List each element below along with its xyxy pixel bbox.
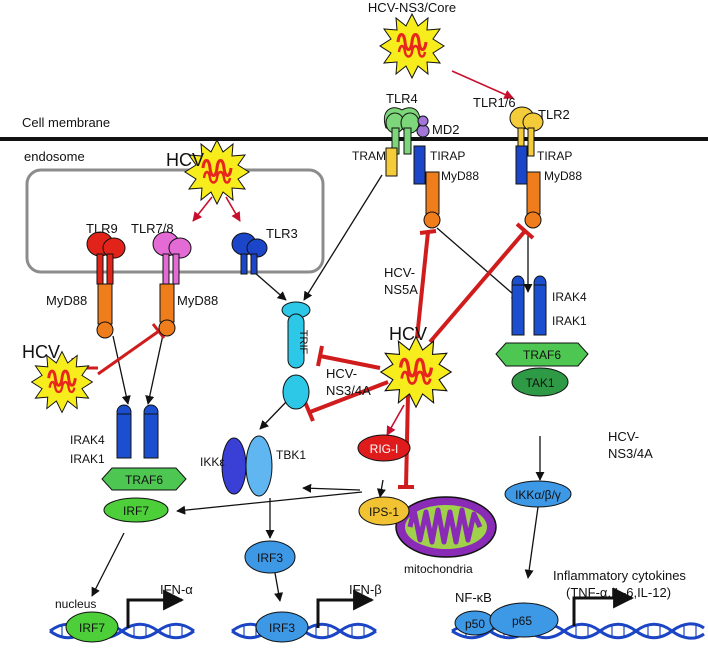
- ips-1-label: IPS-1: [369, 505, 399, 519]
- ikke-label: IKKε: [200, 455, 225, 469]
- dna-rungs: [61, 624, 697, 638]
- nf-kb-label: NF-κB: [455, 590, 492, 605]
- mitochondria-label: mitochondria: [404, 562, 473, 576]
- irak1-right-label: IRAK1: [552, 314, 587, 328]
- tirap-center-icon: [413, 145, 426, 185]
- myd88-left2-label: MyD88: [177, 293, 218, 308]
- tak1-icon: [511, 367, 569, 397]
- inflammatory-cytokines-title: Inflammatory cytokines: [553, 568, 686, 583]
- hcv-activation-arrows: [192, 70, 514, 436]
- irak4-left-label: IRAK4: [70, 433, 105, 447]
- traf6-right-icon: [495, 342, 589, 367]
- tirap-right-icon: [515, 145, 528, 185]
- irf3-nucleus-label: IRF3: [269, 621, 295, 635]
- irf7-nucleus-label: IRF7: [79, 621, 105, 635]
- ikk-complex-label: IKKα/β/γ: [515, 488, 561, 502]
- myd88-right-icon: [524, 171, 542, 229]
- irf7-label: IRF7: [123, 504, 149, 518]
- p65-label: p65: [512, 614, 532, 628]
- dna-strands: [49, 622, 705, 640]
- ikke-icon: [221, 437, 247, 495]
- hcv-center-label: HCV: [389, 324, 427, 344]
- hcv-endosome-label: HCV: [166, 150, 204, 170]
- tlr3-label: TLR3: [266, 226, 298, 241]
- rig-i-label: RIG-I: [370, 442, 399, 456]
- hcv-ns3-4a-right-label: HCV- NS3/4A: [608, 429, 653, 461]
- tbk1-icon: [245, 435, 273, 497]
- myd88-right-label: MyD88: [544, 169, 582, 183]
- inflammatory-cytokines-list: (TNF-α,IL-6,IL-12): [566, 585, 671, 600]
- tirap-right-label: TIRAP: [537, 149, 572, 163]
- hcv-inhibition-lines: [71, 222, 535, 489]
- hcv-ns5a-label: HCV- NS5A: [384, 265, 419, 297]
- tak1-label: TAK1: [525, 376, 554, 390]
- tlr1-6-label: TLR1/6: [473, 95, 516, 110]
- tlr2-label: TLR2: [538, 107, 570, 122]
- hcv-virus-center-icon: [379, 335, 453, 409]
- traf6-left-label: TRAF6: [125, 473, 163, 487]
- tram-label: TRAM: [352, 149, 386, 163]
- irf3-label: IRF3: [257, 551, 283, 565]
- tlr3-receptor: [231, 232, 268, 275]
- myd88-left1-label: MyD88: [46, 293, 87, 308]
- hcv-ns3-4a-center-label: HCV- NS3/4A: [326, 366, 371, 398]
- tbk1-label: TBK1: [276, 448, 306, 462]
- tlr7-8-label: TLR7/8: [131, 221, 174, 236]
- irak1-left-label: IRAK1: [70, 452, 105, 466]
- myd88-left2-icon: [158, 283, 176, 337]
- ifn-b-label: IFN-β: [349, 582, 382, 597]
- rig-i-icon: [357, 434, 411, 462]
- cell-membrane-label: Cell membrane: [22, 115, 110, 130]
- md2-label: MD2: [432, 122, 459, 137]
- myd88-center-label: MyD88: [441, 169, 479, 183]
- traf6-right-label: TRAF6: [523, 348, 561, 362]
- tlr9-receptor: [86, 231, 126, 285]
- irf7-icon: [103, 497, 169, 523]
- hcv-left-label: HCV: [22, 342, 60, 362]
- endosome-label: endosome: [24, 149, 85, 164]
- tlr2-receptor: [509, 106, 544, 157]
- tlr9-label: TLR9: [86, 221, 118, 236]
- tlr7-8-receptor: [152, 231, 192, 285]
- tram-icon: [385, 147, 398, 177]
- myd88-center-icon: [423, 171, 441, 229]
- ikk-complex-icon: [504, 480, 572, 508]
- irf7-nucleus-icon: [65, 611, 119, 643]
- tirap-center-label: TIRAP: [430, 149, 465, 163]
- ifn-b-promoter-arrow: [316, 589, 375, 628]
- mitochondria-icon: [395, 496, 497, 558]
- cytokine-promoter-arrow: [572, 587, 635, 626]
- md2-icon: [416, 124, 430, 138]
- irak-left-icon: [116, 404, 159, 459]
- ifn-a-label: IFN-α: [160, 582, 193, 597]
- traf6-left-icon: [101, 467, 187, 491]
- irak-right-icon: [511, 275, 547, 336]
- irf3-icon: [244, 540, 296, 574]
- myd88-left1-icon: [96, 283, 114, 339]
- activation-arrows: [91, 174, 545, 602]
- hcv-virus-top-icon: [378, 12, 446, 80]
- trif-label: TRIF: [297, 330, 309, 355]
- tlr4-label: TLR4: [386, 91, 418, 106]
- p50-label: p50: [465, 617, 485, 631]
- irak4-right-label: IRAK4: [552, 290, 587, 304]
- trif-icon: [281, 301, 311, 410]
- nucleus-label: nucleus: [55, 597, 96, 611]
- ips-1-icon: [358, 496, 410, 526]
- hcv-ns3-core-label: HCV-NS3/Core: [368, 0, 456, 15]
- irf3-nucleus-icon: [255, 611, 309, 643]
- p65-icon: [489, 602, 559, 638]
- ifn-a-promoter-arrow: [126, 589, 185, 628]
